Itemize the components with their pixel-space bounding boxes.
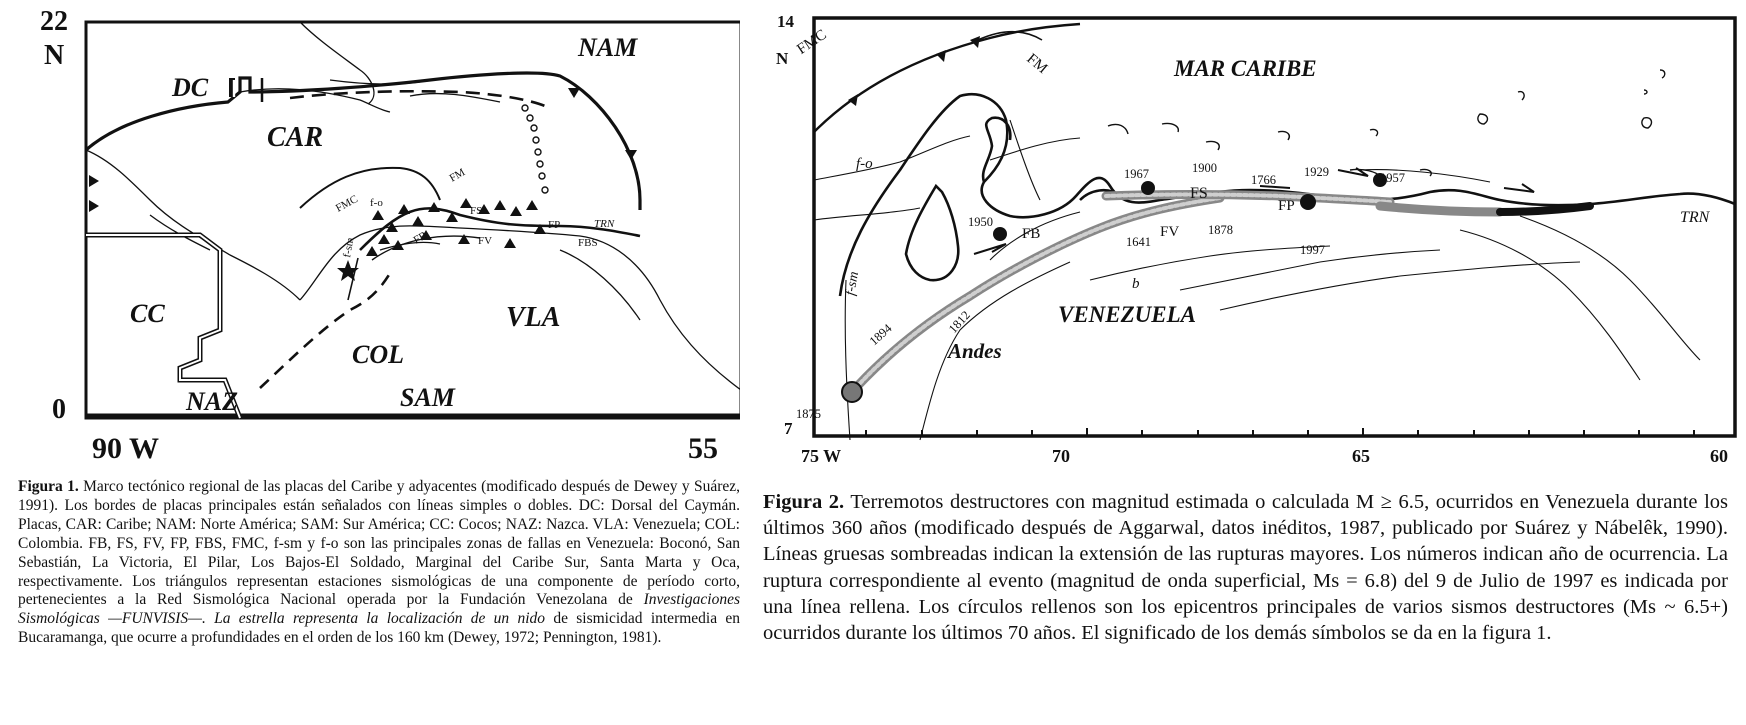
figure2-caption-label: Figura 2. xyxy=(763,491,845,513)
fig2-lon-75w: 75 W xyxy=(801,446,841,466)
fig1-fault-fbs: FBS xyxy=(578,237,598,249)
fig2-fault-fp: FP xyxy=(1278,198,1295,214)
fig1-subduction-teeth xyxy=(89,88,637,212)
fig2-fault-trn: TRN xyxy=(1680,209,1711,226)
fig1-fault-trn: TRN xyxy=(594,218,615,230)
fig2-year-1878: 1878 xyxy=(1208,223,1233,237)
fig2-year-1957: 1957 xyxy=(1380,171,1405,185)
figure1-caption-italic: Investigaciones Sismológicas —FUNVISIS—.… xyxy=(18,591,741,628)
fig1-fault-fp: FP xyxy=(548,219,560,231)
fig2-fault-fm: FM xyxy=(1023,51,1050,77)
fig2-label-mar-caribe: MAR CARIBE xyxy=(1173,56,1317,81)
fig1-lat-top: 22 xyxy=(40,6,68,37)
fig1-label-dc: DC xyxy=(171,73,209,102)
fig2-label-andes: Andes xyxy=(946,339,1002,363)
figure2-map: 14 N 7 75 W 70 65 60 xyxy=(776,12,1737,466)
fig2-fault-fsm: f-sm xyxy=(843,270,862,296)
fig2-lon-60: 60 xyxy=(1710,446,1728,466)
fig2-label-venezuela: VENEZUELA xyxy=(1058,302,1196,327)
fig2-epicenters xyxy=(993,173,1387,241)
fig1-fault-fb: FB xyxy=(412,229,430,246)
fig2-label-b: b xyxy=(1132,276,1140,292)
fig1-plate-boundaries xyxy=(84,71,642,419)
figure1-caption: Figura 1. Marco tectónico regional de la… xyxy=(18,478,740,648)
fig2-fmc-teeth xyxy=(848,36,980,106)
fig1-lesser-antilles xyxy=(521,104,549,194)
fig1-label-sam: SAM xyxy=(400,383,456,412)
fig1-label-car: CAR xyxy=(267,122,323,153)
fig2-year-1997: 1997 xyxy=(1300,243,1325,257)
fig2-frame xyxy=(812,16,1737,438)
fig2-year-1766: 1766 xyxy=(1251,173,1276,187)
fig2-slip-arrows xyxy=(973,167,1535,255)
fig1-label-vla: VLA xyxy=(506,302,560,333)
fig1-label-naz: NAZ xyxy=(185,387,238,416)
fig2-year-1875: 1875 xyxy=(796,407,821,421)
fig2-rupture-zones xyxy=(847,190,1594,397)
fig2-fmc-front xyxy=(813,22,1081,133)
fig2-fault-fo: f-o xyxy=(856,156,873,172)
fig1-label-cc: CC xyxy=(130,299,165,328)
fig2-lon-65: 65 xyxy=(1352,446,1370,466)
fig2-fault-fv: FV xyxy=(1160,224,1179,240)
figure2-caption: Figura 2. Terremotos destructores con ma… xyxy=(763,489,1728,646)
fig2-fault-fs: FS xyxy=(1190,185,1208,202)
fig2-year-1950: 1950 xyxy=(968,215,993,229)
fig2-islands xyxy=(1107,69,1666,177)
fig2-lon-70: 70 xyxy=(1052,446,1070,466)
figure1-caption-label: Figura 1. xyxy=(18,478,79,495)
fig1-label-col: COL xyxy=(352,340,404,369)
fig1-bucaramanga-star xyxy=(337,260,359,281)
fig1-lon-left: 90 W xyxy=(92,432,159,465)
fig2-year-1967: 1967 xyxy=(1124,167,1149,181)
fig2-fm-line xyxy=(977,30,1043,41)
fig1-label-nam: NAM xyxy=(577,33,638,62)
fig2-epicenter-1875 xyxy=(841,381,863,403)
fig2-ticks xyxy=(813,428,1695,436)
fig1-fault-fo: f-o xyxy=(370,197,383,209)
fig2-year-1894: 1894 xyxy=(867,321,896,349)
fig2-year-1929: 1929 xyxy=(1304,165,1329,179)
fig1-lat-bottom: 0 xyxy=(52,394,66,425)
fig1-fault-fs: FS xyxy=(470,205,482,217)
fig2-fault-fmc: FMC xyxy=(794,27,829,58)
fig1-fault-fv: FV xyxy=(478,235,492,247)
fig1-fault-fm: FM xyxy=(448,166,468,184)
figure2-caption-text: Terremotos destructores con magnitud est… xyxy=(763,491,1728,645)
fig1-north-label: N xyxy=(44,40,64,71)
figure1-caption-tail: de sismicidad intermedia en Bucaramanga,… xyxy=(18,610,741,647)
figure1-caption-text: Marco tectónico regional de las placas d… xyxy=(18,478,740,609)
fig2-lat-top: 14 xyxy=(777,12,795,31)
fig2-year-1641: 1641 xyxy=(1126,235,1151,249)
fig2-thin-faults xyxy=(813,119,1701,441)
fig1-seismic-stations xyxy=(366,198,546,256)
figure1-map: 22 N 0 90 W 55 xyxy=(40,6,740,465)
fig2-fault-fb: FB xyxy=(1022,226,1040,242)
fig2-year-1900: 1900 xyxy=(1192,161,1217,175)
fig2-north-label: N xyxy=(776,49,789,68)
fig1-lon-right: 55 xyxy=(688,432,718,465)
fig1-fault-fsm: f-sm xyxy=(341,236,356,258)
fig2-lat-bottom: 7 xyxy=(784,419,793,438)
fig1-fault-fmc: FMC xyxy=(334,193,360,215)
